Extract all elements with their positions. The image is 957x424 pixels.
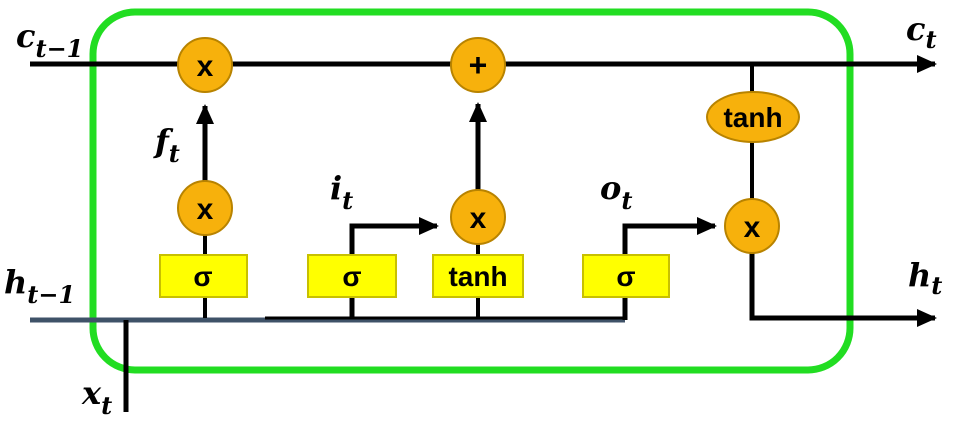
candidate-tanh-box	[432, 254, 524, 298]
output-multiply-node	[724, 198, 780, 254]
candidate-tanh-label: tanh	[448, 261, 507, 292]
input-gate-label: it	[330, 169, 353, 215]
forget-gate-multiply-node	[177, 180, 233, 236]
forget-multiply-label: x	[197, 50, 214, 83]
input-multiply-node	[450, 189, 506, 245]
forget-sigma-box	[159, 254, 248, 298]
cell-tanh-node	[706, 91, 800, 143]
c-prev-label: ct−1	[16, 17, 83, 63]
output-gate-label: ot	[600, 169, 632, 215]
forget-gate-label: ft	[153, 122, 180, 168]
input-multiply-label: x	[470, 202, 487, 235]
x-input-label: xt	[81, 374, 112, 420]
input-sigma-box	[307, 254, 397, 298]
forget-gate-multiply-label: x	[197, 193, 214, 226]
input-sigma-label: σ	[342, 261, 361, 292]
output-sigma-label: σ	[616, 261, 635, 292]
cell-add-label: +	[469, 47, 488, 83]
cell-frame	[89, 8, 854, 374]
forget-multiply-node	[177, 37, 233, 93]
h-prev-label: ht−1	[4, 263, 75, 309]
forget-sigma-label: σ	[193, 261, 212, 292]
output-multiply-label: x	[744, 211, 761, 244]
cell-tanh-label: tanh	[723, 102, 782, 133]
c-next-label: ct	[906, 10, 937, 54]
hidden-output-path	[749, 250, 937, 327]
h-next-label: ht	[908, 256, 942, 300]
cell-add-node	[450, 37, 506, 93]
output-sigma-box	[582, 254, 670, 298]
